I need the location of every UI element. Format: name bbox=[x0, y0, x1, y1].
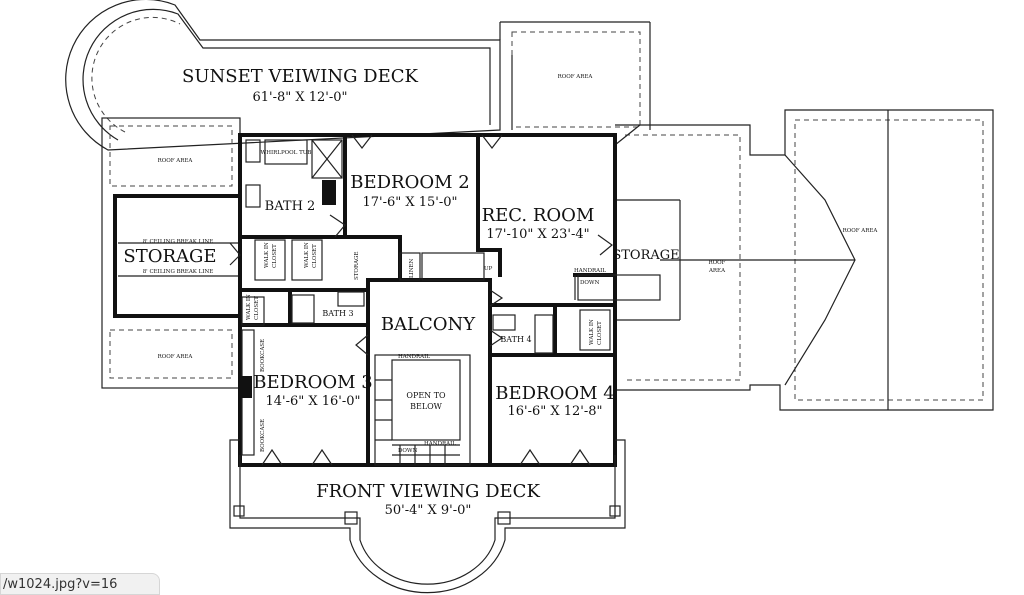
roof-area-label-2: ROOF AREA bbox=[158, 354, 194, 360]
walk-in-label-1: WALK IN bbox=[264, 242, 270, 268]
bookcase-label-2: BOOKCASE bbox=[260, 419, 266, 452]
storage-small-label: STORAGE bbox=[354, 252, 360, 280]
roof-area-label-1: ROOF AREA bbox=[158, 158, 194, 164]
roof-area-label-4: ROOF AREA bbox=[843, 228, 879, 234]
closet-label-3: CLOSET bbox=[254, 296, 260, 320]
left-wing-outline bbox=[101, 117, 242, 389]
walk-in-label-4: WALK IN bbox=[589, 319, 595, 345]
right-wing-outline bbox=[614, 109, 994, 411]
bedroom4-dims: 16'-6" X 12'-8" bbox=[507, 404, 602, 419]
bath3-label: BATH 3 bbox=[322, 309, 353, 318]
bath4-label: BATH 4 bbox=[500, 335, 531, 344]
browser-url-fragment: /w1024.jpg?v=16 bbox=[0, 573, 160, 595]
down-label-1: DOWN bbox=[580, 280, 600, 286]
closet-label-1: CLOSET bbox=[272, 244, 278, 268]
rec-room-dims: 17'-10" X 23'-4" bbox=[486, 227, 589, 242]
closet-label-2: CLOSET bbox=[312, 244, 318, 268]
sunset-deck-label: SUNSET VEIWING DECK bbox=[182, 66, 419, 87]
sunset-deck-dims: 61'-8" X 12'-0" bbox=[252, 90, 347, 105]
open-to-below-line2: BELOW bbox=[410, 402, 443, 411]
bookcase-label-1: BOOKCASE bbox=[260, 339, 266, 372]
sunset-deck-outline bbox=[65, 0, 651, 151]
bedroom3-label: BEDROOM 3 bbox=[253, 372, 372, 393]
area-label: AREA bbox=[708, 268, 726, 274]
walk-in-label-3: WALK IN bbox=[246, 294, 252, 320]
storage-left-label: STORAGE bbox=[123, 246, 216, 267]
bedroom2-label: BEDROOM 2 bbox=[350, 172, 469, 193]
front-deck-dims: 50'-4" X 9'-0" bbox=[385, 503, 472, 518]
front-deck-label: FRONT VIEWING DECK bbox=[316, 481, 540, 502]
front-deck-outline bbox=[229, 439, 626, 594]
handrail-label-1: HANDRAIL bbox=[574, 268, 606, 274]
closet-label-4: CLOSET bbox=[597, 321, 603, 345]
open-to-below-line1: OPEN TO bbox=[406, 391, 446, 400]
rec-room-label: REC. ROOM bbox=[482, 205, 595, 226]
bedroom3-dims: 14'-6" X 16'-0" bbox=[265, 394, 360, 409]
walk-in-label-2: WALK IN bbox=[304, 242, 310, 268]
handrail-label-3: HANDRAIL bbox=[424, 441, 456, 447]
fixtures bbox=[229, 134, 661, 466]
handrail-label-2: HANDRAIL bbox=[398, 354, 430, 360]
balcony-label: BALCONY bbox=[381, 314, 476, 335]
ceiling-break-label-2: 8' CEILING BREAK LINE bbox=[143, 269, 214, 275]
bedroom2-dims: 17'-6" X 15'-0" bbox=[362, 195, 457, 210]
storage-right-label: STORAGE bbox=[612, 248, 679, 263]
linen-label: LINEN bbox=[409, 258, 415, 278]
roof-area-label-3: ROOF AREA bbox=[558, 74, 594, 80]
bedroom4-label: BEDROOM 4 bbox=[495, 383, 614, 404]
roof-label: ROOF bbox=[709, 260, 726, 266]
down-label-2: DOWN bbox=[398, 448, 418, 454]
whirlpool-label: WHIRLPOOL TUB bbox=[261, 150, 312, 156]
bath2-label: BATH 2 bbox=[265, 199, 316, 214]
ceiling-break-label-1: 8' CEILING BREAK LINE bbox=[143, 239, 214, 245]
up-label: UP bbox=[484, 266, 493, 272]
